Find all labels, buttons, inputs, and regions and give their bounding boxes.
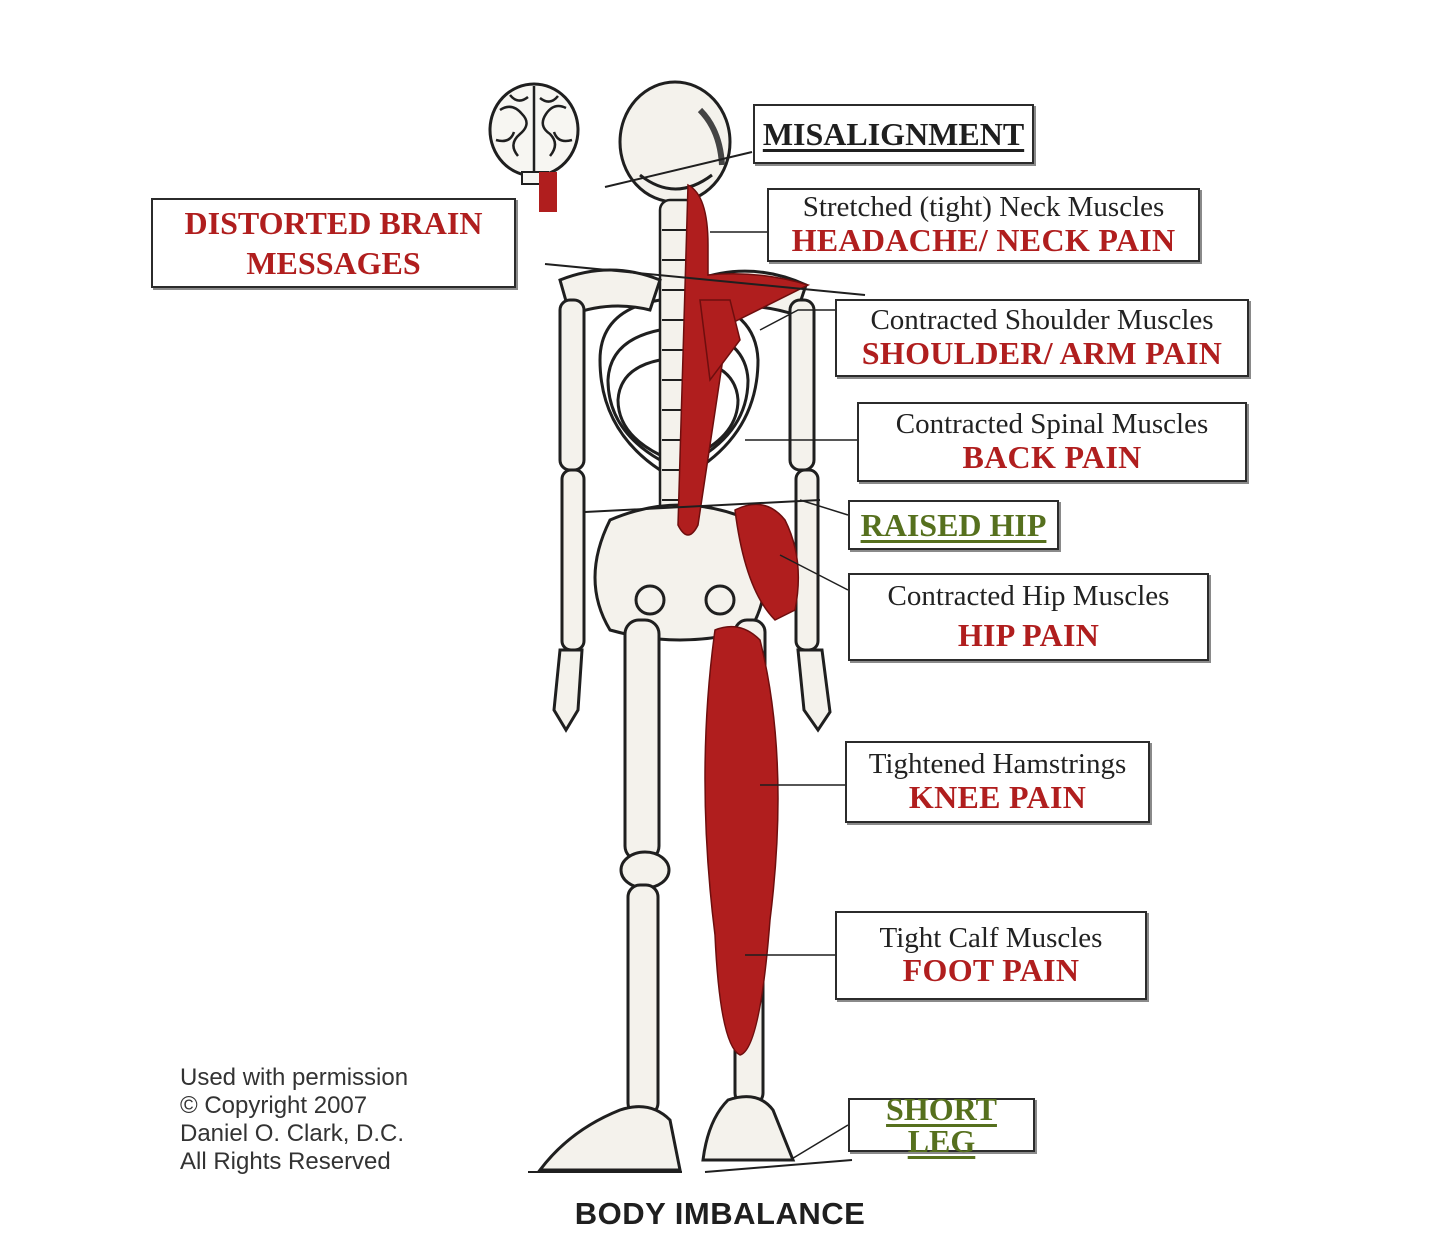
credit-line-3: Daniel O. Clark, D.C. [180, 1120, 405, 1147]
misalignment-text: MISALIGNMENT [762, 116, 1025, 152]
credit-line-2: © Copyright 2007 [180, 1092, 368, 1119]
neck-cause: Stretched (tight) Neck Muscles [802, 191, 1165, 224]
figure-caption: BODY IMBALANCE [574, 1196, 866, 1231]
calf-cause: Tight Calf Muscles [879, 921, 1103, 954]
label-distorted-brain: DISTORTED BRAIN MESSAGES [151, 198, 516, 288]
credit-line-1: Used with permission [180, 1064, 409, 1091]
muscle-overlay [677, 183, 811, 1056]
shoulder-pain: SHOULDER/ ARM PAIN [861, 334, 1223, 371]
hip-pain: HIP PAIN [957, 616, 1100, 653]
brain-icon [488, 82, 580, 212]
label-calf: Tight Calf Muscles FOOT PAIN [835, 911, 1147, 1000]
label-hip: Contracted Hip Muscles HIP PAIN [848, 573, 1209, 661]
neck-pain: HEADACHE/ NECK PAIN [791, 221, 1176, 258]
spine-pain: BACK PAIN [962, 438, 1142, 475]
distorted-brain-line-2: MESSAGES [246, 245, 421, 281]
shoulder-cause: Contracted Shoulder Muscles [870, 304, 1214, 337]
label-spine: Contracted Spinal Muscles BACK PAIN [857, 402, 1247, 482]
short-leg-text: SHORT LEG [886, 1091, 997, 1159]
knee-pain: KNEE PAIN [908, 778, 1087, 815]
distorted-brain-line-1: DISTORTED BRAIN [184, 205, 483, 241]
label-raised-hip: RAISED HIP [848, 500, 1059, 550]
distorted-brain-text: DISTORTED BRAIN MESSAGES [185, 203, 483, 283]
spine-cause: Contracted Spinal Muscles [895, 408, 1209, 441]
knee-cause: Tightened Hamstrings [868, 748, 1127, 781]
label-short-leg: SHORT LEG [848, 1093, 1035, 1157]
pelvis-icon [593, 503, 767, 642]
credit-line-4: All Rights Reserved [180, 1148, 391, 1175]
label-knee: Tightened Hamstrings KNEE PAIN [845, 741, 1150, 823]
copyright-credit: Used with permission © Copyright 2007 Da… [180, 1064, 408, 1176]
label-shoulder: Contracted Shoulder Muscles SHOULDER/ AR… [835, 299, 1249, 377]
misalignment-lines [528, 151, 866, 1173]
label-misalignment: MISALIGNMENT [753, 104, 1034, 164]
hip-cause: Contracted Hip Muscles [887, 580, 1170, 613]
raised-hip-text: RAISED HIP [860, 507, 1047, 543]
calf-pain: FOOT PAIN [902, 952, 1080, 989]
skull-icon [618, 80, 732, 204]
label-neck: Stretched (tight) Neck Muscles HEADACHE/… [767, 188, 1200, 262]
leader-lines [710, 231, 857, 1161]
